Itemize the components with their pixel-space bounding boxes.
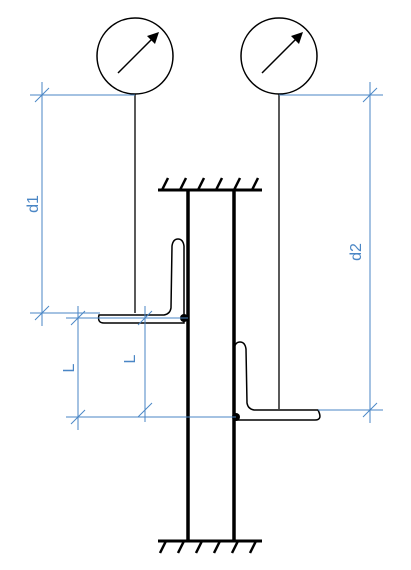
upper-angle-bracket [97,238,185,324]
dimension-d1: d1 [25,82,135,326]
L-inner-label: L [122,354,139,363]
right-dial-gauge [240,17,318,409]
lower-angle-bracket [233,341,321,421]
top-fixed-support [158,177,262,192]
bottom-fixed-support [158,539,262,554]
dimension-L-outer: L [61,306,236,430]
L-outer-label: L [61,363,78,372]
dimension-L-inner: L [122,306,153,422]
d1-label: d1 [25,195,42,213]
d2-label: d2 [348,243,365,261]
dimension-d2: d2 [279,82,383,423]
left-dial-gauge [96,17,174,313]
